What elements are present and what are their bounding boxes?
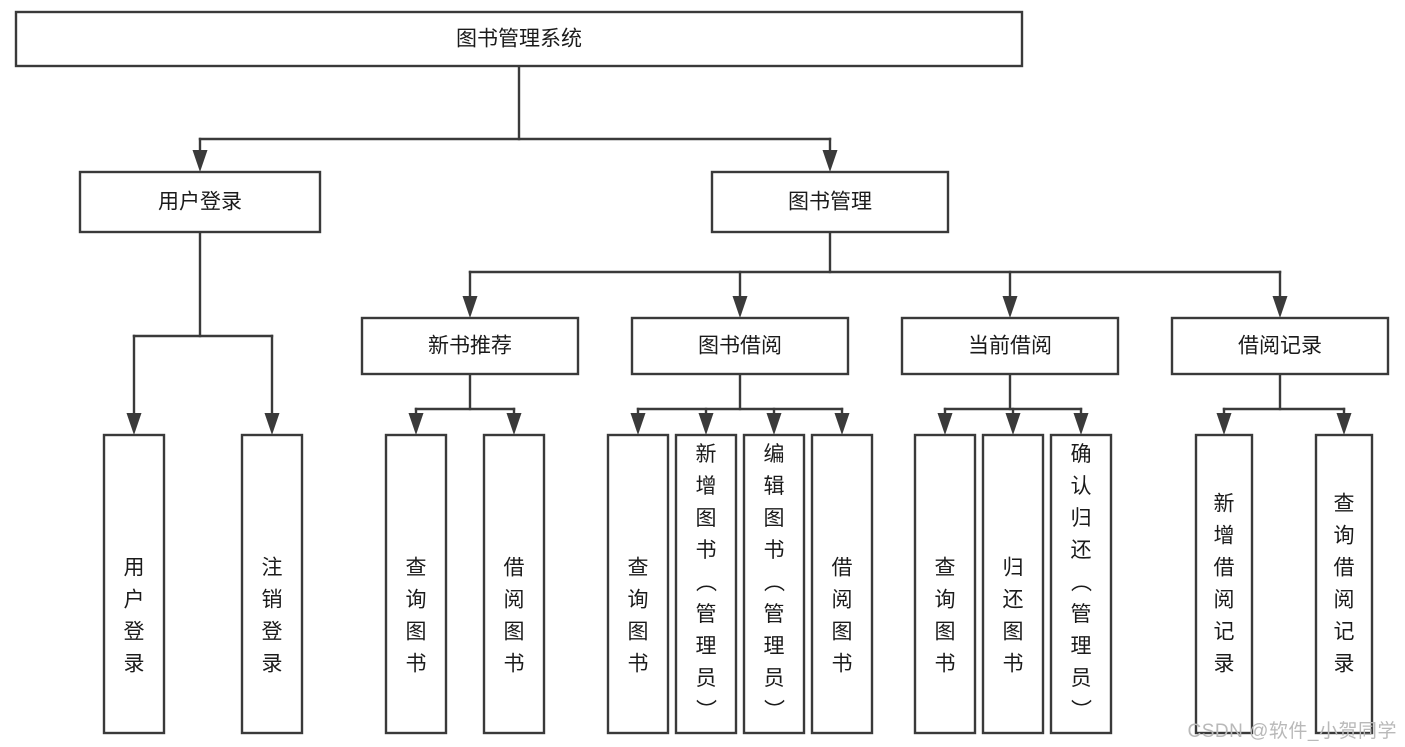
node-layer: 图书管理系统用户登录图书管理新书推荐图书借阅当前借阅借阅记录用户登录注销登录查询… <box>14 10 1390 735</box>
node-box <box>710 170 950 234</box>
node-box <box>78 170 322 234</box>
node-box <box>913 433 977 735</box>
node-label: 用户登录 <box>158 191 242 214</box>
node-box <box>981 433 1045 735</box>
node-leaf-0[interactable]: 用户登录 <box>102 433 166 735</box>
node-label: 新增图书（管理员） <box>696 443 718 722</box>
node-leaf-9[interactable]: 归还图书 <box>981 433 1045 735</box>
node-level2-0[interactable]: 新书推荐 <box>360 316 580 376</box>
node-label: 查询图书 <box>406 557 427 676</box>
node-box <box>240 433 304 735</box>
node-label: 图书借阅 <box>698 335 782 358</box>
node-level1-1[interactable]: 图书管理 <box>710 170 950 234</box>
node-label: 图书管理系统 <box>456 28 582 51</box>
node-label: 借阅记录 <box>1238 335 1322 358</box>
node-box <box>482 433 546 735</box>
node-box <box>810 433 874 735</box>
node-leaf-10[interactable]: 确认归还（管理员） <box>1049 433 1113 735</box>
node-label: 注销登录 <box>262 557 283 676</box>
node-box <box>630 316 850 376</box>
node-box <box>1049 433 1113 735</box>
node-box <box>1314 433 1374 735</box>
node-leaf-4[interactable]: 查询图书 <box>606 433 670 735</box>
connector-layer <box>126 64 1352 435</box>
node-box <box>384 433 448 735</box>
node-box <box>900 316 1120 376</box>
node-leaf-11[interactable]: 新增借阅记录 <box>1194 433 1254 735</box>
node-leaf-2[interactable]: 查询图书 <box>384 433 448 735</box>
node-label: 查询图书 <box>935 557 956 676</box>
node-label: 编辑图书（管理员） <box>764 443 786 722</box>
node-box <box>606 433 670 735</box>
node-label: 图书管理 <box>788 191 872 214</box>
node-box <box>1170 316 1390 376</box>
node-leaf-12[interactable]: 查询借阅记录 <box>1314 433 1374 735</box>
node-box <box>360 316 580 376</box>
node-box <box>102 433 166 735</box>
node-label: 归还图书 <box>1003 557 1024 676</box>
node-label: 新书推荐 <box>428 335 512 358</box>
node-level2-2[interactable]: 当前借阅 <box>900 316 1120 376</box>
node-box <box>14 10 1024 68</box>
node-label: 用户登录 <box>124 557 145 676</box>
node-leaf-6[interactable]: 编辑图书（管理员） <box>742 433 806 735</box>
node-label: 查询图书 <box>628 557 649 676</box>
node-leaf-5[interactable]: 新增图书（管理员） <box>674 433 738 735</box>
node-level1-0[interactable]: 用户登录 <box>78 170 322 234</box>
node-root-图书管理系统[interactable]: 图书管理系统 <box>14 10 1024 68</box>
node-leaf-1[interactable]: 注销登录 <box>240 433 304 735</box>
node-leaf-3[interactable]: 借阅图书 <box>482 433 546 735</box>
node-leaf-7[interactable]: 借阅图书 <box>810 433 874 735</box>
node-label: 借阅图书 <box>504 557 525 676</box>
node-label: 借阅图书 <box>832 557 853 676</box>
node-label: 当前借阅 <box>968 335 1052 358</box>
node-box <box>742 433 806 735</box>
node-label: 查询借阅记录 <box>1334 493 1355 676</box>
node-level2-3[interactable]: 借阅记录 <box>1170 316 1390 376</box>
node-level2-1[interactable]: 图书借阅 <box>630 316 850 376</box>
node-box <box>674 433 738 735</box>
node-leaf-8[interactable]: 查询图书 <box>913 433 977 735</box>
node-box <box>1194 433 1254 735</box>
node-label: 新增借阅记录 <box>1214 493 1235 676</box>
node-label: 确认归还（管理员） <box>1071 443 1093 722</box>
